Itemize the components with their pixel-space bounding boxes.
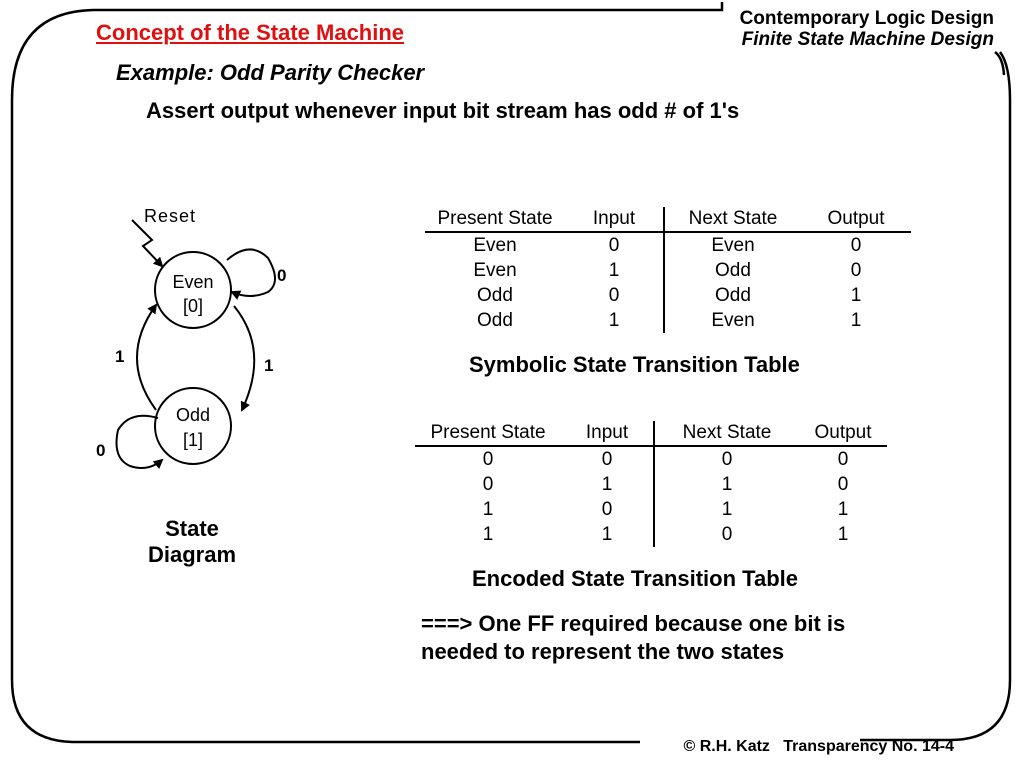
- cell: 0: [721, 523, 733, 545]
- table-row: 0 1 1 0: [415, 472, 887, 497]
- problem-description: Assert output whenever input bit stream …: [146, 98, 740, 123]
- even-self-loop: [226, 248, 276, 300]
- state-diagram: Reset Even [0] Odd [1] 0 1 1 0: [96, 206, 286, 470]
- cell: Even: [473, 234, 517, 256]
- state-diagram-caption-line2: Diagram: [147, 542, 237, 567]
- encoded-table-caption: Encoded State Transition Table: [472, 566, 798, 591]
- symbolic-table-caption: Symbolic State Transition Table: [469, 352, 800, 377]
- flip-flop-note: ===> One FF required because one bit is …: [421, 610, 845, 666]
- cell: Even: [711, 234, 755, 256]
- cell: 0: [721, 448, 733, 470]
- table-row: Even 1 Odd 0: [425, 258, 911, 283]
- cell: 0: [482, 473, 494, 495]
- state-odd-circle: [154, 387, 232, 465]
- even-to-odd-arrow: [233, 305, 256, 412]
- cell: Odd: [477, 284, 513, 306]
- state-even-circle: [154, 251, 232, 329]
- cell: 0: [565, 232, 665, 258]
- cell: Even: [473, 259, 517, 281]
- cell: 0: [561, 497, 655, 522]
- cell: 0: [837, 448, 849, 470]
- odd-self-loop-label: 0: [96, 441, 105, 460]
- cell: 1: [721, 498, 733, 520]
- cell: 0: [561, 446, 655, 472]
- cell: 0: [850, 259, 862, 281]
- note-line-1: ===> One FF required because one bit is: [421, 611, 846, 636]
- reset-label: Reset: [144, 206, 196, 226]
- reset-arrow: [131, 219, 164, 268]
- cell: 1: [837, 523, 849, 545]
- header-next-state: Next State: [654, 421, 799, 447]
- cell: Odd: [477, 309, 513, 331]
- cell: 1: [482, 498, 494, 520]
- table-row: Odd 1 Even 1: [425, 308, 911, 333]
- cell: 0: [850, 234, 862, 256]
- table-row: Odd 0 Odd 1: [425, 283, 911, 308]
- cell: 1: [561, 472, 655, 497]
- cell: Even: [711, 309, 755, 331]
- cell: 1: [565, 258, 665, 283]
- header-next-state: Next State: [664, 207, 801, 233]
- table-row: 1 0 1 1: [415, 497, 887, 522]
- table-header-row: Present State Input Next State Output: [415, 421, 887, 447]
- cell: Odd: [715, 284, 751, 306]
- odd-self-loop: [115, 414, 164, 470]
- state-diagram-caption-line1: State: [165, 516, 219, 541]
- table-row: Even 0 Even 0: [425, 232, 911, 258]
- cell: 1: [565, 308, 665, 333]
- course-title: Contemporary Logic Design: [739, 8, 994, 29]
- slide-footer: © R.H. Katz Transparency No. 14-4: [683, 738, 954, 755]
- cell: 1: [721, 473, 733, 495]
- odd-to-even-arrow: [136, 303, 158, 411]
- state-even-output: [0]: [183, 296, 203, 316]
- header-output: Output: [801, 207, 911, 233]
- even-self-loop-label: 0: [277, 266, 286, 285]
- odd-to-even-label: 1: [115, 347, 124, 366]
- cell: Odd: [715, 259, 751, 281]
- cell: 0: [482, 448, 494, 470]
- table-header-row: Present State Input Next State Output: [425, 207, 911, 233]
- state-diagram-caption: State Diagram: [132, 516, 252, 568]
- example-subtitle: Example: Odd Parity Checker: [116, 60, 425, 85]
- header-input: Input: [565, 207, 665, 233]
- cell: 0: [565, 283, 665, 308]
- table-row: 1 1 0 1: [415, 522, 887, 547]
- encoded-state-table: Present State Input Next State Output 0 …: [415, 421, 887, 547]
- even-to-odd-label: 1: [264, 356, 273, 375]
- header-present-state: Present State: [425, 207, 565, 233]
- header-present-state: Present State: [415, 421, 561, 447]
- chapter-title: Finite State Machine Design: [741, 29, 994, 50]
- cell: 1: [850, 284, 862, 306]
- state-odd-name: Odd: [176, 405, 210, 425]
- cell: 1: [561, 522, 655, 547]
- header-input: Input: [561, 421, 655, 447]
- state-even-name: Even: [172, 272, 213, 292]
- header-output: Output: [799, 421, 887, 447]
- table-row: 0 0 0 0: [415, 446, 887, 472]
- cell: 1: [837, 498, 849, 520]
- cell: 1: [850, 309, 862, 331]
- slide-title: Concept of the State Machine: [96, 20, 405, 45]
- note-line-2: needed to represent the two states: [421, 639, 785, 664]
- cell: 0: [837, 473, 849, 495]
- cell: 1: [482, 523, 494, 545]
- symbolic-state-table: Present State Input Next State Output Ev…: [425, 207, 911, 333]
- state-odd-output: [1]: [183, 430, 203, 450]
